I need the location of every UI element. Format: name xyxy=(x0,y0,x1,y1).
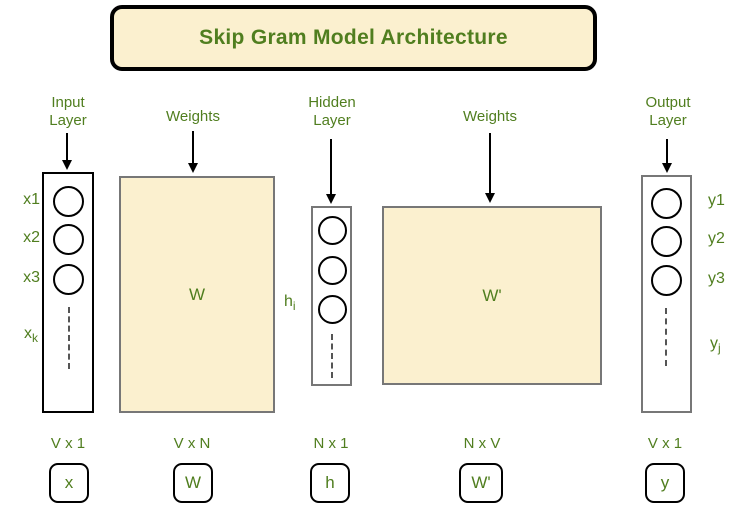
input-neuron-3 xyxy=(53,264,84,295)
hidden-side-label-sub: i xyxy=(292,299,296,314)
hidden-layer-label-line1: Hidden xyxy=(308,94,356,111)
input-neuron-1 xyxy=(53,186,84,217)
symbol-box-y: y xyxy=(645,463,685,503)
symbol-x-label: x xyxy=(64,473,74,492)
arrow-down-output-icon xyxy=(662,139,672,173)
arrow-down-hidden-icon xyxy=(326,139,336,204)
input-layer-label-line1: Input xyxy=(51,94,85,111)
arrow-down-weights-in-icon xyxy=(188,131,198,173)
weight-matrix-w-label: W xyxy=(188,284,206,304)
input-node-label-2: x2 xyxy=(23,229,40,246)
input-layer-box xyxy=(42,172,94,413)
title-box: Skip Gram Model Architecture xyxy=(110,5,597,71)
output-neuron-1 xyxy=(651,188,682,219)
input-neuron-2 xyxy=(53,224,84,255)
input-layer-label: Input Layer xyxy=(37,94,99,130)
input-node-label-k-base: x xyxy=(24,325,32,342)
weights-out-label: Weights xyxy=(454,108,526,126)
symbol-box-w-prime: W' xyxy=(459,463,503,503)
output-ellipsis-dots xyxy=(665,308,667,366)
dimension-input: V x 1 xyxy=(50,435,86,452)
hidden-side-label: hi xyxy=(284,293,296,313)
input-node-label-3: x3 xyxy=(23,269,40,286)
input-node-label-k-sub: k xyxy=(32,331,38,346)
hidden-neuron-3 xyxy=(318,295,347,324)
input-node-label-1: x1 xyxy=(23,191,40,208)
weights-in-label-text: Weights xyxy=(166,108,220,125)
symbol-h-label: h xyxy=(325,473,335,492)
output-layer-label-line2: Layer xyxy=(649,112,687,129)
weight-matrix-w-prime-label: W' xyxy=(482,285,502,305)
dimension-hidden: N x 1 xyxy=(313,435,349,452)
hidden-side-label-base: h xyxy=(284,293,293,310)
weights-in-label: Weights xyxy=(157,108,229,126)
output-layer-box xyxy=(641,175,692,413)
hidden-ellipsis-dots xyxy=(331,334,333,378)
output-layer-label-line1: Output xyxy=(645,94,691,111)
hidden-layer-label: Hidden Layer xyxy=(299,94,365,130)
output-neuron-3 xyxy=(651,265,682,296)
output-layer-label: Output Layer xyxy=(636,94,700,130)
output-neuron-2 xyxy=(651,226,682,257)
dimension-weights-out: N x V xyxy=(463,435,501,452)
dimension-weights-in: V x N xyxy=(173,435,211,452)
output-node-label-j-sub: j xyxy=(718,341,721,356)
output-node-label-2: y2 xyxy=(708,230,725,247)
symbol-box-x: x xyxy=(49,463,89,503)
weight-matrix-w: W xyxy=(119,176,275,413)
hidden-layer-label-line2: Layer xyxy=(313,112,351,129)
input-layer-label-line2: Layer xyxy=(49,112,87,129)
output-node-label-1: y1 xyxy=(708,192,725,209)
symbol-w-prime-label: W' xyxy=(471,473,491,492)
output-node-label-j-base: y xyxy=(710,335,718,352)
dimension-output: V x 1 xyxy=(647,435,683,452)
hidden-neuron-1 xyxy=(318,216,347,245)
hidden-layer-box xyxy=(311,206,352,386)
symbol-box-w: W xyxy=(173,463,213,503)
weights-out-label-text: Weights xyxy=(463,108,517,125)
arrow-down-input-icon xyxy=(62,133,72,170)
weight-matrix-w-prime: W' xyxy=(382,206,602,385)
output-node-label-3: y3 xyxy=(708,270,725,287)
symbol-y-label: y xyxy=(660,473,670,492)
symbol-box-h: h xyxy=(310,463,350,503)
hidden-neuron-2 xyxy=(318,256,347,285)
input-ellipsis-dots xyxy=(68,307,70,369)
output-node-label-j: yj xyxy=(710,335,721,355)
symbol-w-label: W xyxy=(184,473,202,492)
diagram-title: Skip Gram Model Architecture xyxy=(199,26,508,49)
arrow-down-weights-out-icon xyxy=(485,133,495,203)
input-node-label-k: xk xyxy=(8,325,38,345)
